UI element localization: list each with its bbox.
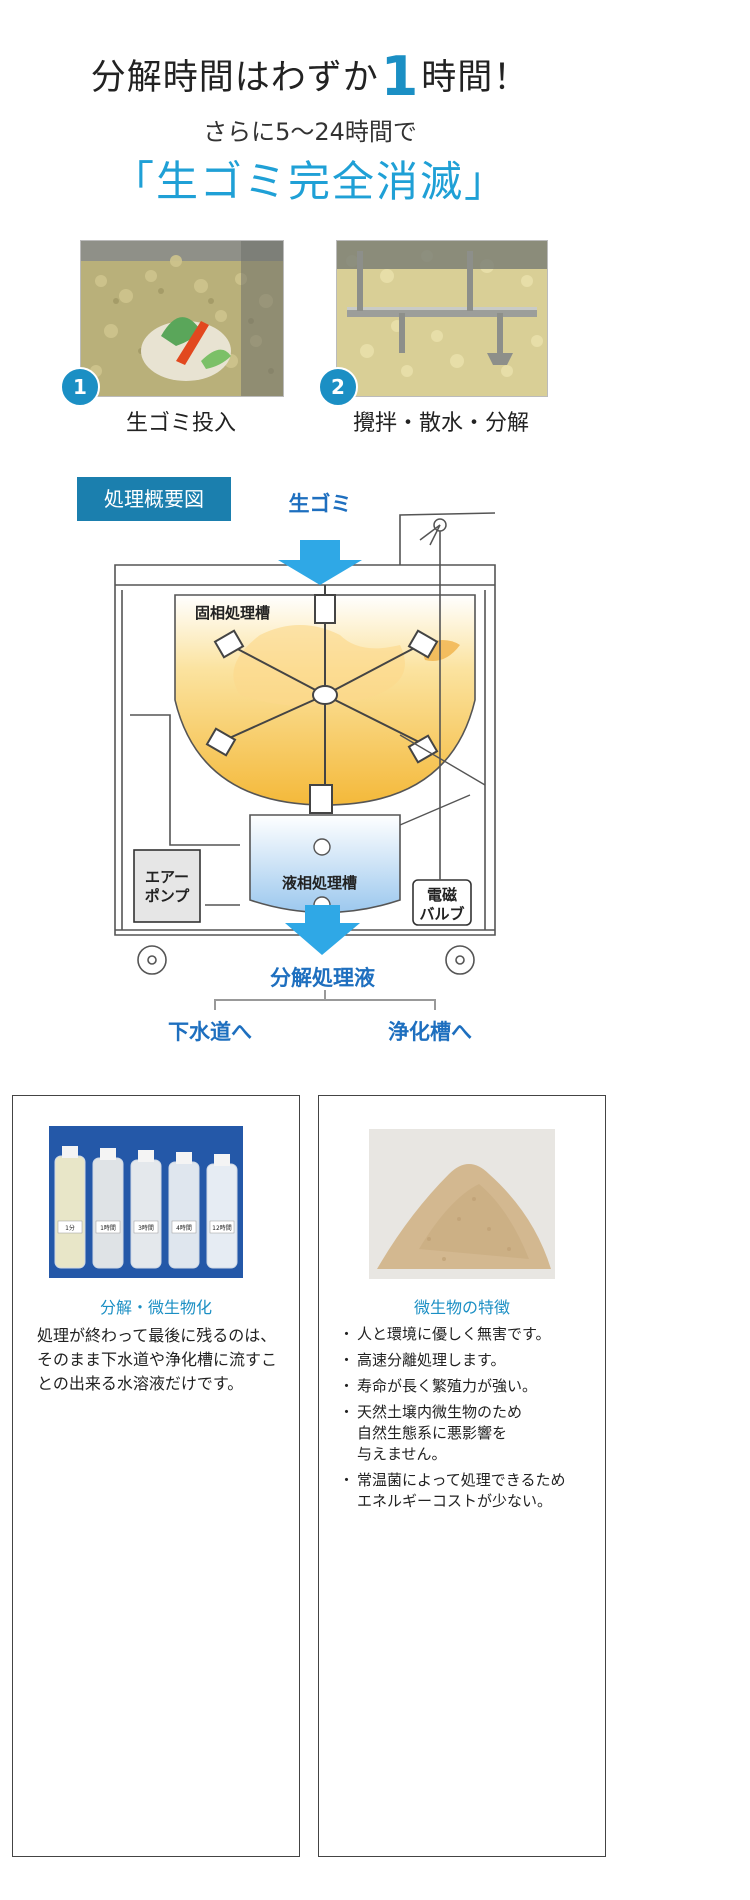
step2-badge: 2 <box>318 367 358 407</box>
card-body: 処理が終わって最後に残るのは、そのまま下水道や浄化槽に流すことの出来る水溶液だけ… <box>37 1326 278 1393</box>
step1-photo <box>80 240 284 397</box>
headline-prefix: 分解時間はわずか <box>90 58 379 98</box>
step1-caption: 生ゴミ投入 <box>125 411 236 436</box>
card-title: 分解・微生物化 <box>99 1298 212 1317</box>
liquid-tank-label: 液相処理槽 <box>282 874 358 892</box>
headline-suffix: 時間！ <box>421 58 530 98</box>
air-pump-label: エアーポンプ <box>134 868 200 906</box>
valve-label-line2: バルブ <box>419 905 465 923</box>
list-item: 天然土壌内微生物のため 自然生態系に悪影響を 与えません。 <box>339 1402 597 1465</box>
headline: 分解時間はわずか1時間！ <box>0 45 620 108</box>
solenoid-valve <box>412 879 472 926</box>
split-bracket <box>214 990 436 1010</box>
bottle-label-3: 3時間 <box>138 1225 154 1232</box>
bottle-label-1: 1分 <box>65 1225 75 1232</box>
valve-label: 電磁バルブ <box>413 886 471 924</box>
air-pump-label-line1: エアー <box>144 868 190 886</box>
tagline: 「生ゴミ完全消滅」 <box>111 157 508 206</box>
list-item: 人と環境に優しく無害です。 <box>339 1324 597 1345</box>
bottle-label-5: 12時間 <box>212 1225 232 1232</box>
output-arrow <box>285 905 360 955</box>
destination-septic: 浄化槽へ <box>388 1020 472 1044</box>
card-microbe-features: 微生物の特徴 人と環境に優しく無害です。 高速分離処理します。 寿命が長く繁殖力… <box>318 1095 606 1857</box>
input-arrow <box>278 540 362 585</box>
subheadline: さらに5〜24時間で <box>203 118 417 146</box>
bottle-label-4: 4時間 <box>176 1225 192 1232</box>
step1-badge: 1 <box>60 367 100 407</box>
agitator <box>205 585 439 814</box>
step2-photo <box>336 240 548 397</box>
headline-number: 1 <box>380 45 420 108</box>
card-title: 微生物の特徴 <box>413 1298 510 1317</box>
output-label: 分解処理液 <box>270 966 375 990</box>
valve-label-line1: 電磁 <box>426 886 457 904</box>
feature-list: 人と環境に優しく無害です。 高速分離処理します。 寿命が長く繁殖力が強い。 天然… <box>339 1324 597 1517</box>
bottle-label-2: 1時間 <box>100 1225 116 1232</box>
processing-diagram <box>114 512 496 1010</box>
microbe-powder-photo <box>369 1129 555 1279</box>
input-label: 生ゴミ <box>288 492 352 516</box>
solid-tank-label: 固相処理槽 <box>195 604 271 622</box>
card-decomposition: 1分 1時間 3時間 4時間 12時間 分解・微生物化 処理が終わって最後に残る… <box>12 1095 300 1857</box>
diagram-label: 処理概要図 <box>77 477 231 521</box>
list-item: 高速分離処理します。 <box>339 1350 597 1371</box>
air-pump <box>133 849 201 923</box>
destination-sewer: 下水道へ <box>168 1020 252 1044</box>
bottles-photo: 1分 1時間 3時間 4時間 12時間 <box>49 1126 243 1278</box>
air-pump-label-line2: ポンプ <box>144 887 190 905</box>
step2-caption: 攪拌・散水・分解 <box>352 411 529 436</box>
list-item: 寿命が長く繁殖力が強い。 <box>339 1376 597 1397</box>
wheels <box>137 945 475 975</box>
list-item: 常温菌によって処理できるため エネルギーコストが少ない。 <box>339 1470 597 1512</box>
